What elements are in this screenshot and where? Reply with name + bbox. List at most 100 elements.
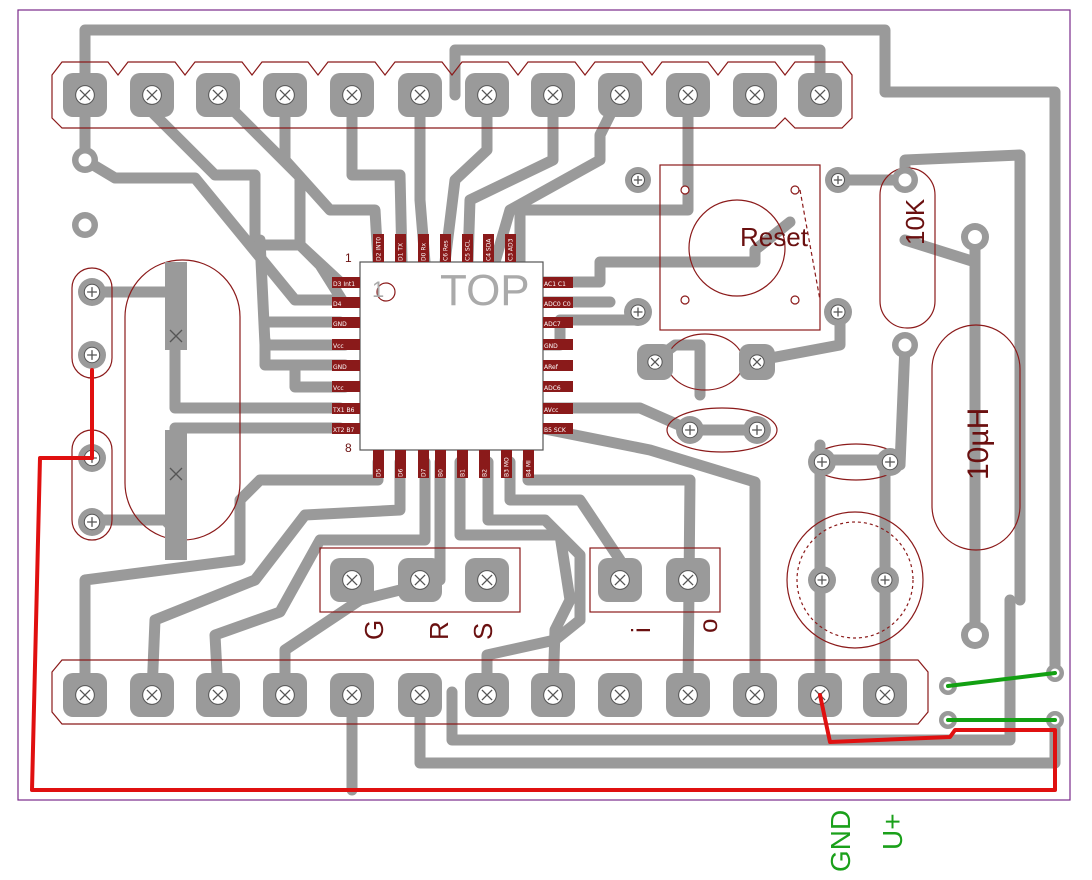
through-hole-pad xyxy=(808,448,836,476)
ic-pin-left-label: XT2 B7 xyxy=(333,427,355,434)
through-hole-pad xyxy=(598,558,642,602)
ic-pin-bottom: B2 xyxy=(479,450,490,478)
ic-pin-top: D2 INT0 xyxy=(373,234,384,262)
ic-pin-left: D3 Int1 xyxy=(332,277,360,288)
through-hole-pad xyxy=(263,73,307,117)
through-hole-pad xyxy=(78,278,106,306)
through-hole-pad xyxy=(808,566,836,594)
green-jumper-top xyxy=(946,671,1057,688)
crystal-pad-top xyxy=(165,262,187,350)
through-hole-pad xyxy=(263,673,307,717)
through-hole-pad xyxy=(892,332,918,358)
through-hole-pad xyxy=(196,73,240,117)
through-hole-pad xyxy=(871,566,899,594)
through-hole-pad xyxy=(666,73,710,117)
through-hole-pad xyxy=(78,341,106,369)
through-hole-pad xyxy=(531,673,575,717)
red-jumper-left-rail xyxy=(30,456,1057,792)
header-label-r: R xyxy=(424,621,454,640)
ic-pin-bottom: D7 xyxy=(418,450,429,478)
ic-pin-right-label: ARef xyxy=(544,364,559,371)
ic-pin-right: ADC7 xyxy=(543,317,573,328)
ic-pin-top: C5 SCL xyxy=(462,234,473,262)
ic-pin-left: D4 xyxy=(332,297,360,308)
through-hole-pad xyxy=(961,223,989,251)
through-hole-pad xyxy=(733,673,777,717)
ic-pin-bottom-label: B2 xyxy=(482,469,489,477)
ic-pin-bottom: B4 MI xyxy=(523,450,534,478)
ic-pin-right-label: AC1 C1 xyxy=(544,281,566,288)
through-hole-pad xyxy=(398,558,442,602)
through-hole-pad xyxy=(465,558,509,602)
switch-hole xyxy=(680,295,690,305)
through-hole-pad xyxy=(78,508,106,536)
ic-pin-right: ADC6 xyxy=(543,381,573,392)
ic-pin-left-label: GND xyxy=(333,321,347,328)
header-label-o: o xyxy=(693,619,723,633)
ic-pin-top-label: D1 TX xyxy=(398,243,405,261)
ic-pin-left-label: GND xyxy=(333,364,347,371)
ic-pin-left: GND xyxy=(332,360,360,371)
ic-pin-bottom-label: B4 MI xyxy=(526,460,533,477)
ic-pin-left-label: TX1 B6 xyxy=(332,407,355,414)
through-hole-pad xyxy=(624,298,652,326)
through-hole-pad xyxy=(625,167,651,193)
through-hole-pad xyxy=(130,673,174,717)
ic-pin-bottom-label: D6 xyxy=(398,468,405,477)
through-hole-pad xyxy=(676,416,704,444)
ic-pin1-label: 1 xyxy=(345,251,352,265)
ic-pin-left: Vcc xyxy=(332,381,360,392)
ic-pin-bottom-label: B0 xyxy=(438,469,445,477)
through-hole-pad xyxy=(72,147,98,173)
ic-pin-right: ADC0 C0 xyxy=(543,297,573,308)
through-hole-pad xyxy=(961,621,989,649)
jumper-wires xyxy=(30,368,1057,792)
ic-pin-bottom-label: B3 MO xyxy=(504,457,511,477)
ic-pin-right-label: ADC6 xyxy=(544,385,561,392)
ic-pin-top-label: D2 INT0 xyxy=(376,237,383,261)
ic-tqfp32: D2 INT0 D1 TX D0 Rx C6 Res C5 SCL C4 SDA C3 AD… xyxy=(332,234,573,478)
ic-pin-left: GND xyxy=(332,317,360,328)
switch-hole xyxy=(680,185,690,195)
header-label-s: S xyxy=(468,623,498,640)
through-hole-pad xyxy=(666,673,710,717)
ic-pin-bottom: D6 xyxy=(395,450,406,478)
through-hole-pad xyxy=(743,416,771,444)
through-hole-pad xyxy=(63,73,107,117)
ic-pin-right: ARef xyxy=(543,360,573,371)
ic-pin-right-label: AVcc xyxy=(544,407,558,414)
ic-pin-top-label: C4 SDA xyxy=(486,238,493,261)
through-hole-pad xyxy=(666,558,710,602)
through-hole-pad xyxy=(330,673,374,717)
ic-pin-right-label: ADC7 xyxy=(544,321,561,328)
through-hole-pad xyxy=(465,73,509,117)
ic-pin-top-label: C6 Res xyxy=(443,240,450,261)
ic-pin-right: GND xyxy=(543,339,573,350)
power-label-uplus: U+ xyxy=(877,813,908,850)
reset-label: Reset xyxy=(740,222,809,252)
ic-pin-top-label: C5 SCL xyxy=(465,239,472,261)
through-hole-pad xyxy=(876,448,904,476)
ic-pin-left: TX1 B6 xyxy=(332,403,360,414)
through-hole-pad xyxy=(398,673,442,717)
through-hole-pad xyxy=(598,73,642,117)
switch-hole xyxy=(790,185,800,195)
through-hole-pad xyxy=(330,73,374,117)
ic-pin-top: D0 Rx xyxy=(418,234,429,262)
power-label-gnd: GND xyxy=(825,810,856,872)
through-hole-pad xyxy=(196,673,240,717)
header-label-i: i xyxy=(626,627,656,633)
through-hole-pad xyxy=(531,73,575,117)
ic-pin-right-label: GND xyxy=(544,343,558,350)
through-hole-pad xyxy=(63,673,107,717)
through-hole-pad xyxy=(733,73,777,117)
ic-pin-top: C3 AD3 xyxy=(505,234,516,262)
through-hole-pad xyxy=(892,167,918,193)
ic-pin-top-label: D0 Rx xyxy=(421,242,428,261)
ic-pin-bottom: D5 xyxy=(373,450,384,478)
ic-pin-right-label: ADC0 C0 xyxy=(544,301,571,308)
ic-pin-left-label: Vcc xyxy=(333,385,344,392)
ic-pin-left-label: Vcc xyxy=(333,343,344,350)
ic-pin-left-label: D3 Int1 xyxy=(333,281,355,288)
ic-pin-top: C6 Res xyxy=(440,234,451,262)
